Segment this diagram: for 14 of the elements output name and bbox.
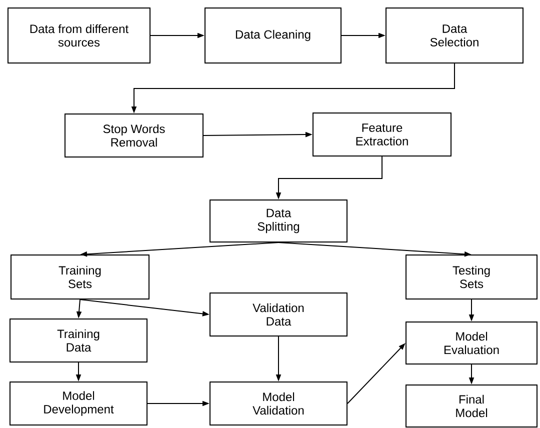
process-box: Model Development [10, 382, 148, 426]
process-box: Training Data [10, 318, 148, 362]
process-box: Model Validation [210, 382, 348, 426]
process-box: Final Model [406, 384, 538, 428]
process-box: Data from different sources [8, 8, 150, 64]
process-box: Training Sets [10, 254, 150, 300]
process-box: Data Splitting [210, 200, 348, 242]
process-box: Stop Words Removal [64, 114, 204, 158]
process-box: Data Selection [386, 8, 524, 64]
process-box: Model Evaluation [406, 322, 538, 364]
process-box: Testing Sets [406, 254, 538, 300]
process-box: Feature Extraction [312, 112, 452, 156]
process-box: Data Cleaning [204, 8, 342, 64]
process-box: Validation Data [210, 292, 348, 336]
